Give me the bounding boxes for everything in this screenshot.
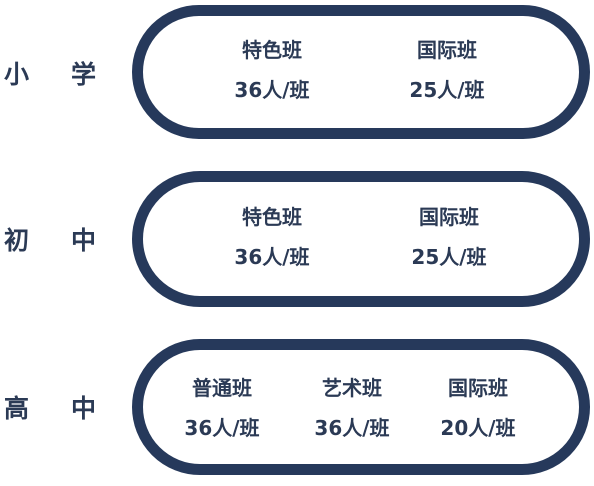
section-label-char: 中 bbox=[70, 226, 96, 255]
class-size: 36人/班 bbox=[234, 245, 310, 269]
section-label-char: 学 bbox=[70, 60, 96, 89]
section-label: 小 学 bbox=[4, 62, 96, 87]
class-pill bbox=[132, 5, 590, 139]
class-size: 20人/班 bbox=[440, 416, 516, 440]
class-name: 艺术班 bbox=[322, 376, 382, 400]
section-label-char: 小 bbox=[4, 60, 30, 89]
class-item: 国际班 20人/班 bbox=[413, 376, 543, 440]
section-label-char: 中 bbox=[70, 394, 96, 423]
class-pill bbox=[132, 339, 590, 475]
class-size: 36人/班 bbox=[314, 416, 390, 440]
class-size: 36人/班 bbox=[234, 78, 310, 102]
class-item: 国际班 25人/班 bbox=[384, 205, 514, 269]
class-item: 国际班 25人/班 bbox=[382, 38, 512, 102]
class-name: 国际班 bbox=[448, 376, 508, 400]
class-size: 25人/班 bbox=[409, 78, 485, 102]
class-item: 特色班 36人/班 bbox=[207, 38, 337, 102]
class-name: 国际班 bbox=[417, 38, 477, 62]
section-label-char: 初 bbox=[4, 226, 30, 255]
section-label: 高 中 bbox=[4, 396, 96, 421]
class-item: 特色班 36人/班 bbox=[207, 205, 337, 269]
class-size: 36人/班 bbox=[184, 416, 260, 440]
class-name: 国际班 bbox=[419, 205, 479, 229]
class-name: 普通班 bbox=[192, 376, 252, 400]
section-label-char: 高 bbox=[4, 394, 30, 423]
class-pill bbox=[132, 171, 590, 307]
class-item: 艺术班 36人/班 bbox=[287, 376, 417, 440]
section-label: 初 中 bbox=[4, 228, 96, 253]
class-item: 普通班 36人/班 bbox=[157, 376, 287, 440]
class-size: 25人/班 bbox=[411, 245, 487, 269]
class-name: 特色班 bbox=[242, 205, 302, 229]
class-name: 特色班 bbox=[242, 38, 302, 62]
